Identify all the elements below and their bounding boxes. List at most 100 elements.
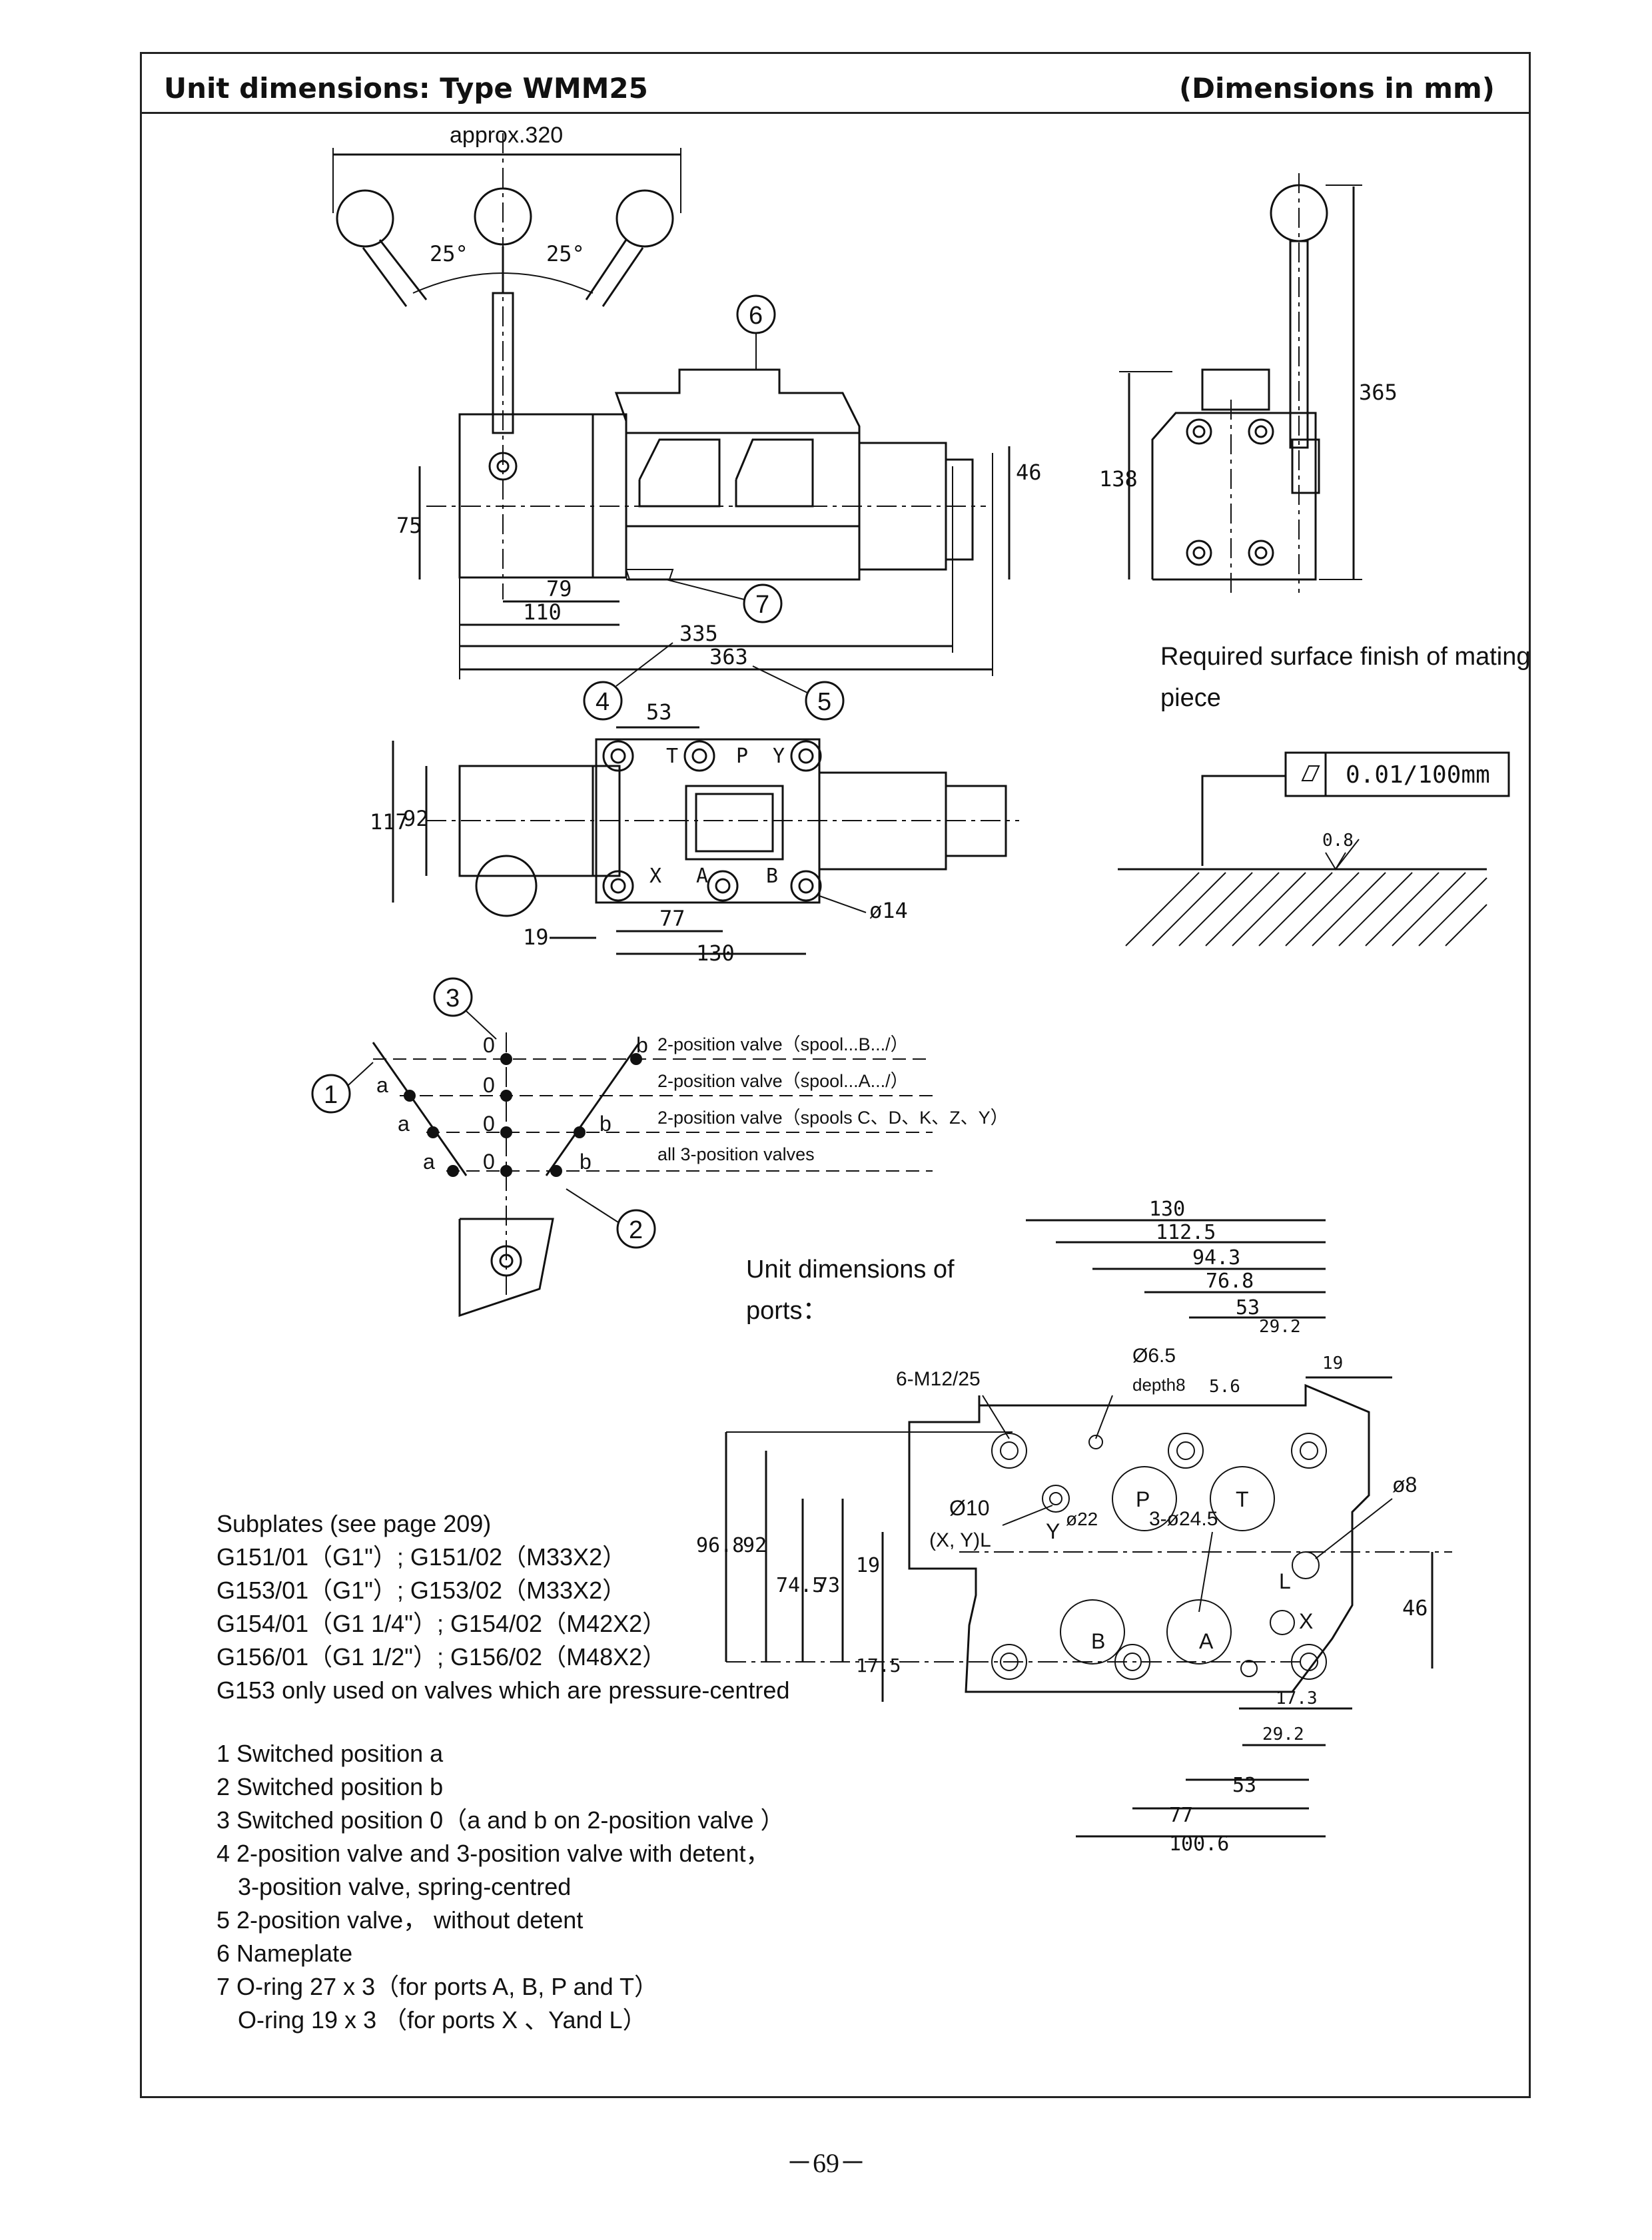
svg-text:92: 92 (743, 1534, 767, 1557)
flatness-value: 0.01/100mm (1346, 761, 1490, 789)
svg-text:53: 53 (646, 699, 672, 725)
svg-text:ø8: ø8 (1392, 1473, 1417, 1497)
svg-text:X: X (649, 865, 661, 888)
svg-text:3-ø24.5: 3-ø24.5 (1149, 1508, 1218, 1530)
page-frame (140, 52, 1531, 2098)
note-item: 3-position valve, spring-centred (238, 1873, 572, 1900)
svg-text:117: 117 (370, 809, 408, 835)
svg-text:0: 0 (483, 1112, 495, 1136)
position-line-4: all 3-position valves (657, 1144, 815, 1164)
svg-text:L: L (1279, 1569, 1291, 1593)
svg-text:365: 365 (1359, 380, 1398, 405)
svg-text:B: B (1091, 1629, 1105, 1653)
legend-notes: 1 Switched position a 2 Switched positio… (216, 1737, 785, 2037)
svg-text:Y: Y (773, 745, 785, 768)
position-line-2: 2-position valve（spool...A.../） (657, 1071, 909, 1091)
page-title: Unit dimensions: Type WMM25 (164, 72, 648, 105)
svg-text:Y: Y (1046, 1519, 1060, 1543)
svg-text:depth8: depth8 (1132, 1375, 1186, 1395)
svg-text:138: 138 (1099, 466, 1138, 492)
svg-text:19: 19 (523, 925, 549, 950)
svg-text:19: 19 (1322, 1353, 1343, 1373)
svg-text:a: a (376, 1073, 388, 1097)
subplate-row: G153/01（G1"）; G153/02（M33X2） (216, 1577, 627, 1604)
svg-text:b: b (600, 1112, 612, 1136)
svg-text:7: 7 (755, 591, 769, 619)
svg-text:17.3: 17.3 (1276, 1688, 1318, 1708)
port-pattern: P T A B X Y L 130 112.5 94.3 76.8 53 29.… (696, 1198, 1452, 1856)
svg-text:X: X (1299, 1609, 1313, 1633)
svg-text:0: 0 (483, 1150, 495, 1174)
svg-text:92: 92 (403, 806, 429, 831)
svg-text:(X, Y)L: (X, Y)L (929, 1529, 991, 1551)
subplate-row: G154/01（G1 1/4"）; G154/02（M42X2） (216, 1610, 667, 1637)
svg-text:2: 2 (629, 1216, 643, 1244)
header-divider (140, 112, 1531, 114)
svg-text:112.5: 112.5 (1156, 1221, 1216, 1244)
subplates-heading: Subplates (see page 209) (216, 1510, 492, 1537)
svg-text:29.2: 29.2 (1262, 1724, 1304, 1744)
roughness-value: 0.8 (1322, 831, 1354, 851)
hatch-pattern (1125, 872, 1487, 946)
svg-text:363: 363 (709, 644, 748, 669)
svg-text:A: A (1199, 1629, 1214, 1653)
note-item: O-ring 19 x 3 （for ports X 、Yand L） (238, 2006, 647, 2034)
svg-text:96.8: 96.8 (696, 1534, 744, 1557)
lever-span-label: approx.320 (450, 123, 563, 148)
angle-left: 25° (430, 241, 468, 266)
svg-text:ø14: ø14 (869, 898, 908, 923)
svg-text:T: T (666, 745, 678, 768)
svg-text:74.5: 74.5 (776, 1574, 824, 1597)
svg-text:94.3: 94.3 (1192, 1246, 1240, 1270)
note-item: 7 O-ring 27 x 3（for ports A, B, P and T） (216, 1973, 658, 2000)
note-item: 3 Switched position 0（a and b on 2-posit… (216, 1806, 785, 1834)
page-number: －69－ (786, 2148, 866, 2178)
svg-text:B: B (766, 865, 778, 888)
subplate-row: G156/01（G1 1/2"）; G156/02（M48X2） (216, 1643, 667, 1671)
svg-text:19: 19 (856, 1554, 880, 1577)
svg-text:46: 46 (1402, 1595, 1428, 1621)
subplates-block: Subplates (see page 209) G151/01（G1"）; G… (216, 1507, 789, 1707)
svg-text:4: 4 (596, 688, 610, 716)
svg-text:1: 1 (324, 1081, 338, 1109)
svg-text:130: 130 (1149, 1198, 1185, 1221)
svg-text:6: 6 (749, 302, 763, 330)
units-note: (Dimensions in mm) (1178, 72, 1495, 105)
svg-text:5.6: 5.6 (1209, 1377, 1240, 1397)
svg-text:T: T (1236, 1487, 1249, 1511)
svg-text:53: 53 (1236, 1296, 1260, 1319)
svg-text:A: A (696, 865, 708, 888)
top-view: X A B T P Y 53 117 92 19 77 130 ø14 (370, 699, 1019, 966)
subplates-note: G153 only used on valves which are press… (216, 1677, 790, 1704)
svg-text:17.5: 17.5 (856, 1655, 901, 1677)
svg-text:0: 0 (483, 1073, 495, 1097)
svg-text:53: 53 (1232, 1774, 1256, 1797)
svg-text:130: 130 (696, 940, 735, 966)
angle-right: 25° (546, 241, 585, 266)
svg-text:0: 0 (483, 1033, 495, 1057)
svg-text:3: 3 (446, 984, 460, 1012)
note-item: 4 2-position valve and 3-position valve … (216, 1840, 770, 1867)
svg-text:b: b (580, 1150, 592, 1174)
svg-text:79: 79 (546, 576, 572, 601)
svg-text:b: b (636, 1033, 648, 1057)
svg-text:76.8: 76.8 (1206, 1270, 1254, 1293)
svg-text:P: P (1136, 1487, 1150, 1511)
svg-text:29.2: 29.2 (1259, 1317, 1301, 1337)
svg-text:6-M12/25: 6-M12/25 (896, 1368, 981, 1390)
svg-text:110: 110 (523, 599, 562, 625)
note-item: 2 Switched position b (216, 1773, 444, 1800)
svg-text:a: a (423, 1150, 435, 1174)
svg-text:100.6: 100.6 (1169, 1832, 1229, 1856)
svg-text:77: 77 (1169, 1804, 1193, 1827)
svg-text:Ø10: Ø10 (949, 1496, 989, 1520)
surface-finish: 0.01/100mm 0.8 (1118, 751, 1510, 946)
svg-text:46: 46 (1016, 460, 1042, 485)
switching-positions: 3 1 2 0 b a 0 a 0 b a (311, 977, 1009, 1317)
position-line-1: 2-position valve（spool...B.../） (657, 1034, 909, 1054)
svg-text:a: a (398, 1112, 410, 1136)
note-item: 5 2-position valve， without detent (216, 1906, 584, 1934)
svg-text:Ø6.5: Ø6.5 (1132, 1345, 1176, 1367)
side-view: approx.320 25° 25° 6 7 (332, 123, 1042, 721)
